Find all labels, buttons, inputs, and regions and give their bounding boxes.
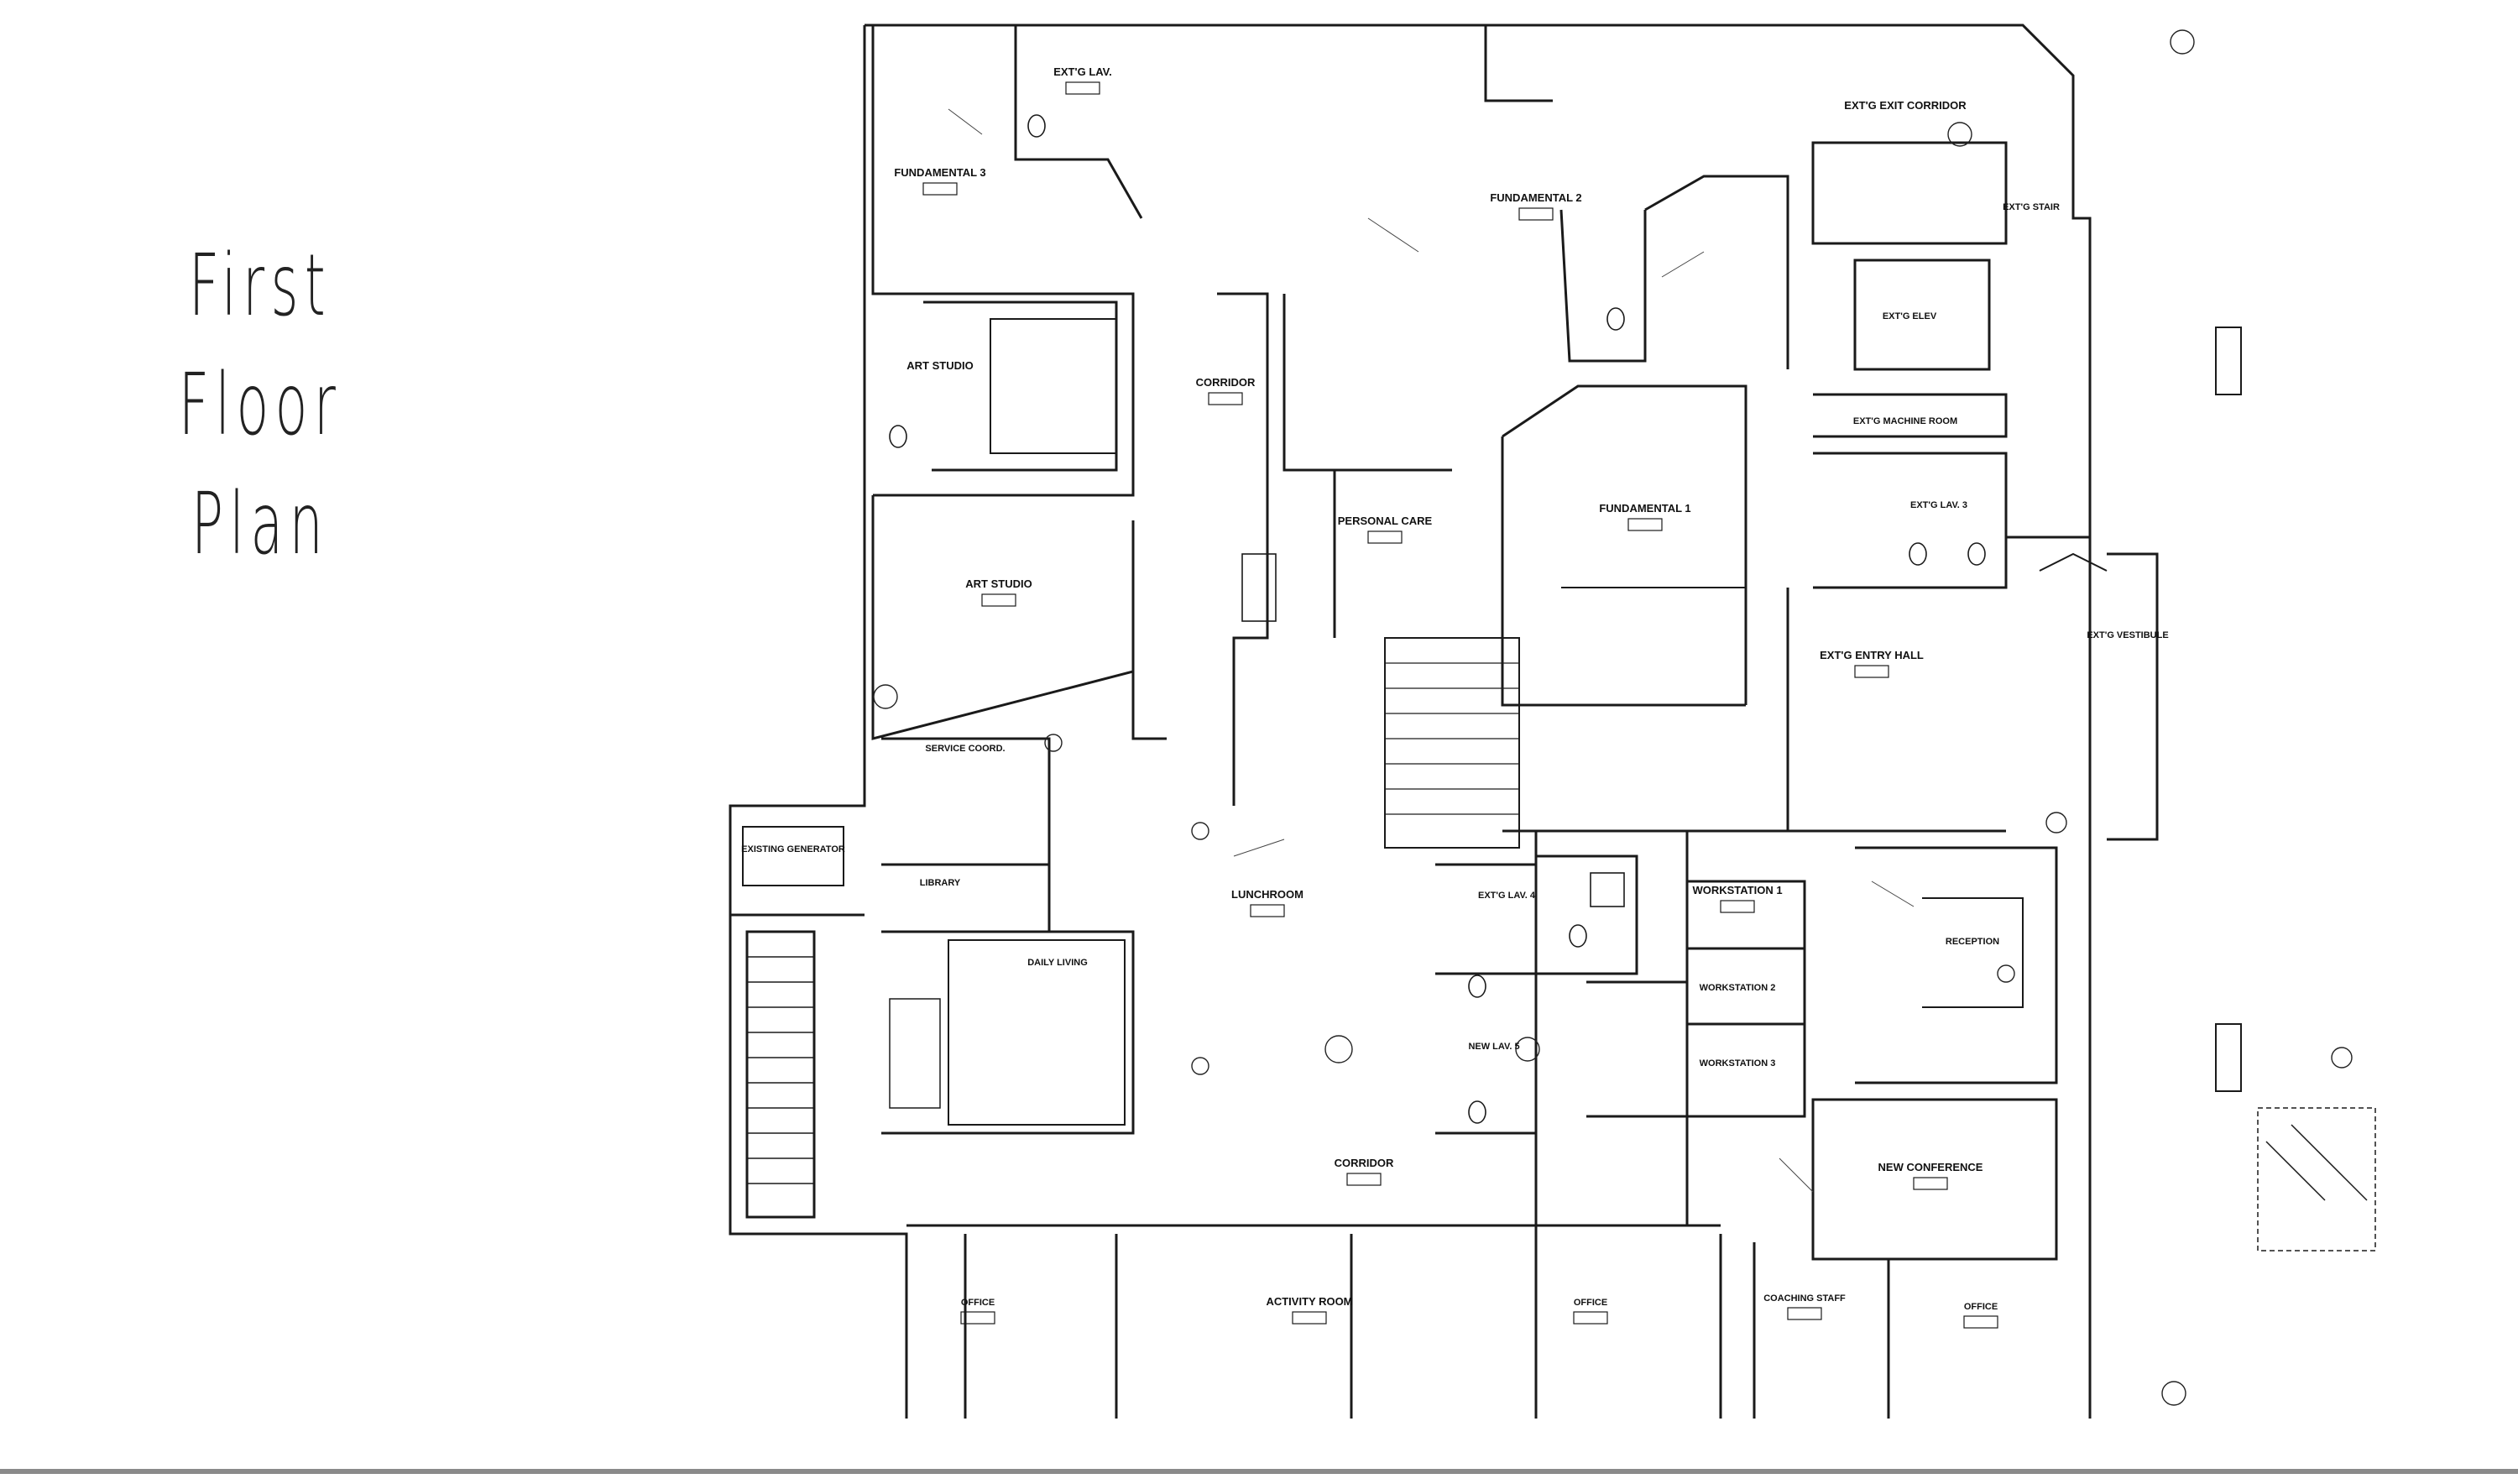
label-new-conference: NEW CONFERENCE [1878, 1161, 1983, 1173]
label-fundamental-1: FUNDAMENTAL 1 [1599, 502, 1690, 515]
label-workstation-1: WORKSTATION 1 [1692, 884, 1782, 896]
bottom-rule [0, 1469, 2518, 1474]
label-ext-entry-hall: EXT'G ENTRY HALL [1820, 649, 1924, 661]
label-ext-stair: EXT'G STAIR [2003, 202, 2060, 212]
label-ext-machine-room: EXT'G MACHINE ROOM [1853, 416, 1957, 426]
label-activity-room: ACTIVITY ROOM [1266, 1295, 1352, 1308]
label-lunchroom: LUNCHROOM [1231, 888, 1303, 901]
label-office-1: OFFICE [961, 1298, 995, 1308]
label-personal-care: PERSONAL CARE [1338, 515, 1433, 527]
label-office-2: OFFICE [1574, 1298, 1607, 1308]
label-ext-lav-4: EXT'G LAV. 4 [1478, 891, 1536, 901]
label-ext-vestibule: EXT'G VESTIBULE [2087, 630, 2168, 640]
label-coaching-staff: COACHING STAFF [1763, 1293, 1846, 1304]
label-ext-elev: EXT'G ELEV [1883, 311, 1937, 321]
label-ext-exit-corridor: EXT'G EXIT CORRIDOR [1844, 99, 1967, 112]
room-labels: EXT'G LAV. FUNDAMENTAL 3 EXT'G EXIT CORR… [741, 65, 2169, 1312]
label-workstation-3: WORKSTATION 3 [1700, 1058, 1776, 1069]
label-library: LIBRARY [920, 878, 961, 888]
label-office-3: OFFICE [1964, 1302, 1998, 1312]
detail-tags [873, 29, 2353, 1406]
walls [729, 24, 2376, 1419]
note-leaders [948, 108, 1915, 1193]
label-new-lav-5: NEW LAV. 5 [1468, 1042, 1519, 1052]
page-title: First Floor Plan [178, 236, 342, 574]
floor-plan-svg: EXT'G LAV. FUNDAMENTAL 3 EXT'G EXIT CORR… [729, 24, 2376, 1419]
label-service-coord: SERVICE COORD. [925, 744, 1005, 754]
room-number-boxes [922, 81, 1998, 1329]
label-workstation-2: WORKSTATION 2 [1700, 983, 1776, 993]
floor-plan-drawing: EXT'G LAV. FUNDAMENTAL 3 EXT'G EXIT CORR… [697, 0, 2400, 1419]
label-corridor-1: CORRIDOR [1196, 376, 1256, 389]
label-reception: RECEPTION [1946, 937, 1999, 947]
fixtures [889, 114, 1986, 1124]
label-art-studio-2: ART STUDIO [965, 577, 1032, 590]
label-daily-living: DAILY LIVING [1027, 958, 1088, 968]
label-ext-lav-3: EXT'G LAV. 3 [1910, 500, 1967, 510]
label-corridor-2: CORRIDOR [1335, 1157, 1394, 1169]
label-art-studio-1: ART STUDIO [906, 359, 973, 372]
label-existing-generator: EXISTING GENERATOR [741, 844, 845, 854]
label-fundamental-2: FUNDAMENTAL 2 [1490, 191, 1581, 204]
label-exist-lav: EXT'G LAV. [1053, 65, 1112, 78]
label-fundamental-3: FUNDAMENTAL 3 [894, 166, 985, 179]
